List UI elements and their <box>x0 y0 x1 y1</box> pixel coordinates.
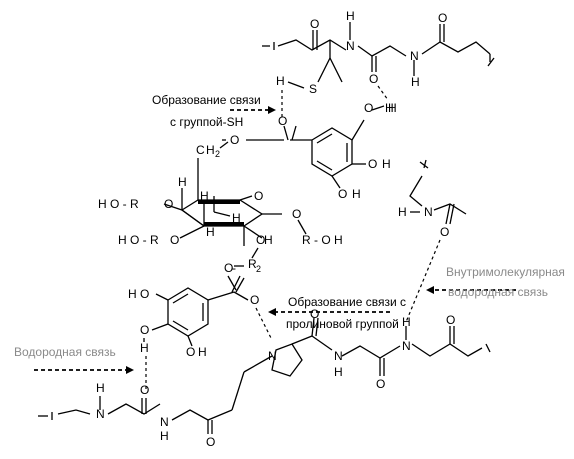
atom-n-bottom1: N <box>334 349 343 363</box>
label-intramolecular-line2: водородная связь <box>448 285 548 299</box>
galloyl-top-ring <box>246 105 385 189</box>
atom-o-g6: O <box>256 233 265 247</box>
bottom-left-chain <box>38 396 233 434</box>
atom-h-sh: H <box>276 74 285 88</box>
atom-o-bottom1: O <box>376 377 385 391</box>
atom-h-bottom4: H <box>160 429 169 443</box>
arrow-head <box>126 366 134 374</box>
atom-o-right: O <box>440 225 449 239</box>
atom-o-bottom2: O <box>446 313 455 327</box>
atom-o-anomeric: O <box>292 207 301 221</box>
atom-dash-r2: - <box>232 261 236 275</box>
atom-o-ester-top: O <box>278 114 287 128</box>
ho-r-left2: H O - R <box>118 233 159 247</box>
atom-h-g5: H <box>264 233 273 247</box>
atom-o-oh1: O <box>364 101 373 115</box>
atom-n-top2: N <box>410 49 419 63</box>
atom-o-top1: O <box>310 17 319 31</box>
top-peptide-chain <box>262 22 495 83</box>
atom-n-proline: N <box>268 349 277 363</box>
atom-o-ring: O <box>254 189 263 203</box>
label-hydrogen-bond: Водородная связь <box>14 345 116 359</box>
atom-o-oh6: O <box>186 345 195 359</box>
atom-sub-r2: 2 <box>256 264 261 274</box>
atom-r2: R <box>248 257 257 271</box>
atom-n-bottom4: N <box>160 415 169 429</box>
wedge-bond <box>204 222 244 226</box>
right-side-chain <box>409 159 467 225</box>
atom-h-top1: H <box>346 9 355 23</box>
atom-n-bottom3: N <box>96 407 105 421</box>
atom-sub-ch2: 2 <box>215 149 220 159</box>
atom-o-oh4: O <box>140 287 149 301</box>
atom-h-top2: H <box>411 75 420 89</box>
atom-h-oh3: H <box>352 187 361 201</box>
atom-h-bottom2: H <box>402 315 411 329</box>
label-proline-bond-line2: пролиновой группой <box>286 317 399 331</box>
atom-o-g2: O <box>170 233 179 247</box>
galloyl-bottom-ring <box>151 275 249 347</box>
atom-o-r2: O <box>224 261 233 275</box>
label-proline-bond-line1: Образование связи с <box>288 295 406 309</box>
label-sh-bond-line2: с группой-SH <box>170 115 243 129</box>
atom-o-g1: O <box>164 197 173 211</box>
label-intramolecular-line1: Внутримолекулярная <box>446 265 565 279</box>
arrow-head <box>268 308 276 316</box>
atom-h-oh6: H <box>198 345 207 359</box>
label-sh-bond-line1: Образование связи <box>152 93 261 107</box>
atom-c-ch2: C <box>196 143 205 157</box>
atom-o-bottom4: O <box>206 435 215 449</box>
atom-n-right: N <box>424 205 433 219</box>
atom-h-g2: H <box>200 189 209 203</box>
atom-o-bottom3: O <box>140 383 149 397</box>
atom-o-oh5: O <box>140 323 149 337</box>
r-oh-right: R - O H <box>302 233 343 247</box>
atom-h-bottom1: H <box>334 365 343 379</box>
atom-n-top1: N <box>346 39 355 53</box>
atom-h-right: H <box>398 205 407 219</box>
atom-h-g3: H <box>232 211 241 225</box>
wedge-bond <box>198 200 240 204</box>
atom-n-bottom2: N <box>402 339 411 353</box>
atom-h-oh1: H <box>388 101 397 115</box>
atom-s: S <box>309 82 317 96</box>
atom-o-pro: O <box>310 307 319 321</box>
arrow-head <box>426 286 434 294</box>
arrow-head <box>268 106 276 114</box>
atom-h-oh5: H <box>140 341 149 355</box>
atom-o-oh3: O <box>338 187 347 201</box>
atom-o-top3: O <box>438 11 447 25</box>
atom-h-g4: H <box>206 225 215 239</box>
atom-h-oh2: H <box>382 157 391 171</box>
atom-h-bottom3: H <box>96 381 105 395</box>
atom-o-top2: O <box>369 72 378 86</box>
atom-h-g1: H <box>178 175 187 189</box>
atom-o-ch2: O <box>230 133 239 147</box>
atom-o-oh2: O <box>368 157 377 171</box>
atom-h-oh4: H <box>128 287 137 301</box>
atom-h-ch2: H <box>206 143 215 157</box>
proline-ring <box>231 317 491 411</box>
atom-o-ester-bottom: O <box>250 293 259 307</box>
atom-h-top3: H <box>385 101 394 115</box>
ho-r-left1: H O - R <box>98 197 139 211</box>
